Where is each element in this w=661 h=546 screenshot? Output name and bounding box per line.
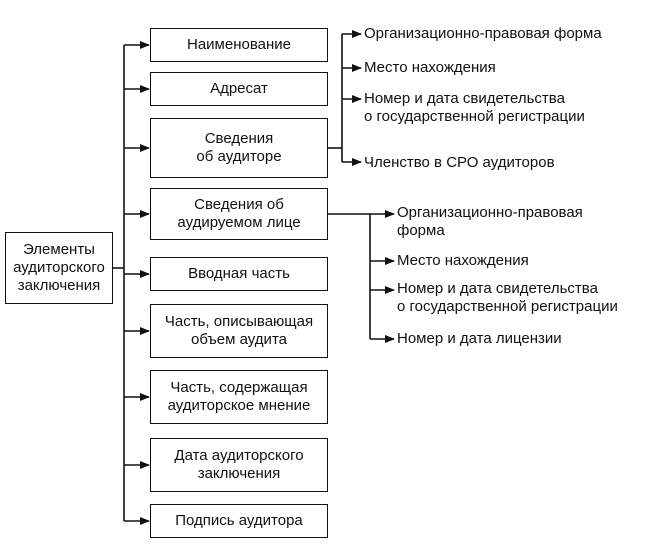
element-label: Часть, содержащая аудиторское мнение	[167, 379, 311, 414]
auditee-detail-registration: Номер и дата свидетельства о государстве…	[397, 280, 618, 315]
element-label: Подпись аудитора	[175, 512, 303, 529]
element-label: Адресат	[210, 80, 268, 97]
auditee-detail-legal-form: Организационно-правовая форма	[397, 204, 583, 239]
element-box-report-date: Дата аудиторского заключения	[150, 438, 328, 492]
element-box-audit-scope: Часть, описывающая объем аудита	[150, 304, 328, 358]
root-label: Элементы аудиторского заключения	[13, 241, 105, 294]
element-box-auditor-signature: Подпись аудитора	[150, 504, 328, 538]
element-label: Сведения об аудиторе	[196, 130, 282, 165]
root-box: Элементы аудиторского заключения	[5, 232, 113, 304]
element-box-name: Наименование	[150, 28, 328, 62]
element-box-auditor-info: Сведения об аудиторе	[150, 118, 328, 178]
auditor-detail-legal-form: Организационно-правовая форма	[364, 25, 602, 42]
element-label: Сведения об аудируемом лице	[177, 196, 301, 231]
element-label: Дата аудиторского заключения	[174, 447, 304, 482]
element-label: Вводная часть	[188, 265, 290, 282]
auditee-detail-license: Номер и дата лицензии	[397, 330, 562, 347]
element-label: Часть, описывающая объем аудита	[164, 313, 314, 348]
auditor-detail-location: Место нахождения	[364, 59, 496, 76]
element-label: Наименование	[187, 36, 291, 53]
element-box-introduction: Вводная часть	[150, 257, 328, 291]
auditor-detail-registration: Номер и дата свидетельства о государстве…	[364, 90, 585, 125]
auditee-detail-location: Место нахождения	[397, 252, 529, 269]
element-box-auditee-info: Сведения об аудируемом лице	[150, 188, 328, 240]
element-box-audit-opinion: Часть, содержащая аудиторское мнение	[150, 370, 328, 424]
auditor-detail-sro-membership: Членство в СРО аудиторов	[364, 154, 555, 171]
element-box-addressee: Адресат	[150, 72, 328, 106]
